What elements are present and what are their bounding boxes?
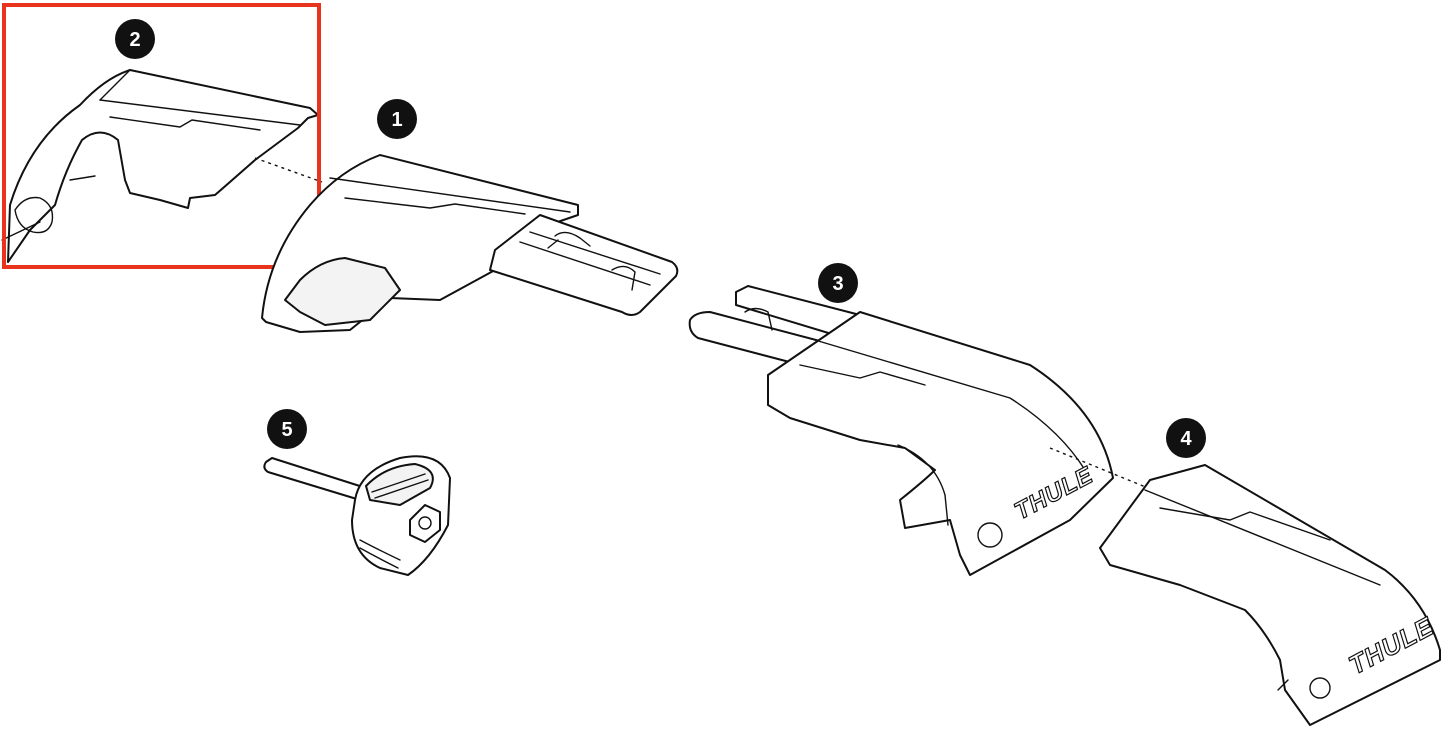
svg-text:4: 4 — [1180, 428, 1192, 450]
part-5-tool-key[interactable] — [263, 455, 451, 576]
part-4-cover[interactable]: THULE — [1099, 464, 1441, 726]
part-2-cover[interactable] — [1, 69, 319, 263]
callout-3: 3 — [818, 263, 858, 303]
selection-highlight-box — [2, 3, 321, 269]
svg-text:5: 5 — [281, 419, 292, 441]
part-1-foot-base[interactable] — [261, 154, 679, 333]
part-3-foot-clamp[interactable]: THULE — [688, 285, 1114, 576]
svg-text:3: 3 — [832, 273, 843, 295]
callout-5: 5 — [267, 409, 307, 449]
callout-1: 1 — [377, 99, 417, 139]
callout-4: 4 — [1166, 418, 1206, 458]
svg-text:2: 2 — [129, 29, 140, 51]
assembly-line-2-1 — [254, 157, 323, 183]
svg-text:1: 1 — [391, 109, 402, 131]
callout-2: 2 — [115, 19, 155, 59]
